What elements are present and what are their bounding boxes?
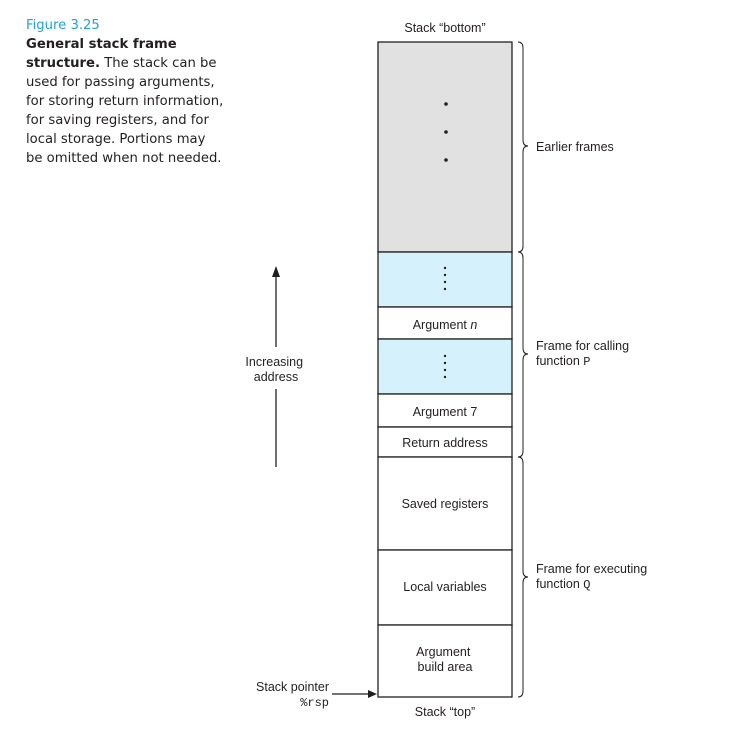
- calling-frame-brace: [517, 251, 529, 458]
- argument-7-label: Argument 7: [413, 405, 478, 419]
- saved-registers-label: Saved registers: [402, 497, 489, 511]
- stack-pointer-arrow-head-icon: [368, 690, 377, 698]
- stack-top-label: Stack “top”: [415, 705, 475, 719]
- earlier-frames-region: [377, 41, 513, 253]
- increasing-address-label: Increasing address: [245, 355, 306, 384]
- arrow-head-icon: [272, 266, 280, 277]
- argument-build-area-label: Argument build area: [416, 645, 474, 674]
- argument-7-cell: [377, 393, 513, 428]
- ellipsis-region-lower: [377, 338, 513, 395]
- stack-bottom-label: Stack “bottom”: [404, 21, 485, 35]
- argument-n-label: Argument n: [413, 318, 478, 332]
- local-variables-label: Local variables: [403, 580, 486, 594]
- argument-n-cell: [377, 306, 513, 340]
- rsp-register-label: %rsp: [300, 696, 329, 710]
- stack-pointer-label: Stack pointer: [256, 680, 329, 694]
- vertical-ellipsis-upper: [443, 266, 447, 291]
- figure-caption: Figure 3.25 General stack frame structur…: [26, 16, 226, 168]
- local-variables-cell: [377, 549, 513, 626]
- earlier-frames-dots: [444, 102, 448, 162]
- vertical-ellipsis-lower: [443, 354, 447, 379]
- ellipsis-region-upper: [377, 251, 513, 308]
- executing-frame-brace: [517, 456, 529, 698]
- figure-description: The stack can be used for passing argume…: [26, 56, 224, 166]
- calling-frame-label: Frame for calling function P: [536, 339, 633, 369]
- return-address-cell: [377, 426, 513, 458]
- figure-title: General stack frame structure.: [26, 37, 177, 71]
- return-address-label: Return address: [402, 436, 487, 450]
- argument-build-area-cell: [377, 624, 513, 698]
- earlier-frames-label: Earlier frames: [536, 140, 614, 154]
- executing-frame-label: Frame for executing function Q: [536, 562, 651, 592]
- earlier-frames-brace: [517, 41, 529, 253]
- figure-label: Figure 3.25: [26, 18, 100, 33]
